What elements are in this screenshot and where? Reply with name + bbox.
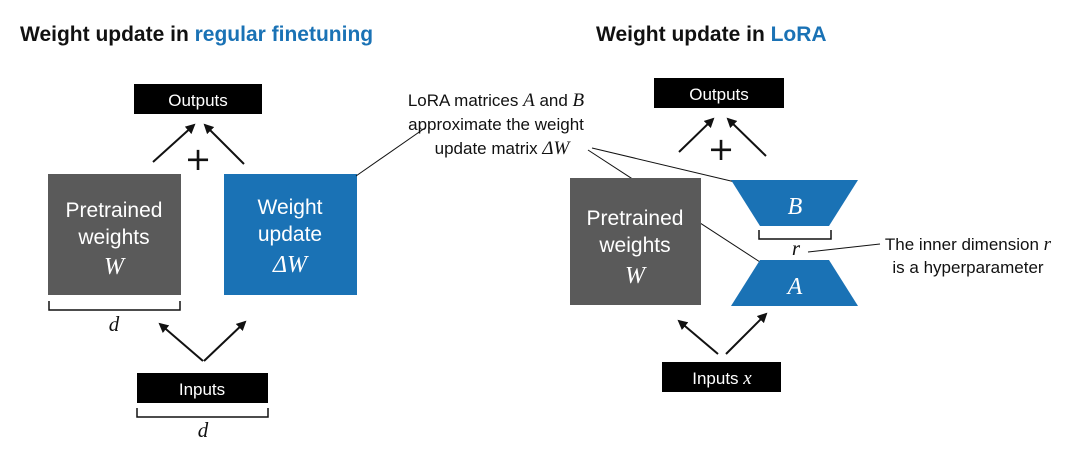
left-note-connector	[355, 127, 426, 177]
lora-note-line2: approximate the weight	[408, 115, 584, 134]
left-panel-title: Weight update in regular finetuning	[20, 23, 373, 46]
left-update-line1: Weight	[258, 196, 323, 219]
left-arrow-inputs-to-update	[203, 320, 247, 362]
right-arrow-b-to-outputs	[726, 117, 767, 157]
note-connector-to-b	[591, 147, 753, 187]
left-update-line2: update	[258, 223, 322, 246]
right-plus-sign: +	[708, 130, 735, 168]
left-inputs-box	[137, 373, 268, 403]
left-inputs-d-label: d	[198, 418, 209, 442]
left-inputs-d-bracket	[136, 408, 269, 418]
left-plus-sign: +	[185, 140, 212, 178]
left-arrow-pretrained-to-outputs	[152, 123, 196, 163]
right-pretrained-line1: Pretrained	[587, 207, 684, 230]
right-pretrained-symbol: W	[625, 263, 647, 289]
rank-note-line1: The inner dimension r	[885, 234, 1052, 255]
matrix-a-shape	[731, 260, 858, 306]
right-arrow-inputs-to-a	[725, 312, 768, 355]
right-panel-title: Weight update in LoRA	[596, 23, 827, 46]
right-inputs-box	[662, 362, 781, 392]
right-outputs-box	[654, 78, 784, 108]
lora-note-line3: update matrix ΔW	[435, 138, 572, 159]
matrix-b-label: B	[788, 194, 803, 220]
left-inputs-label: Inputs	[179, 380, 225, 399]
left-pretrained-line1: Pretrained	[66, 199, 163, 222]
left-d-bracket	[48, 301, 181, 311]
right-arrow-pretrained-to-outputs	[678, 117, 715, 153]
rank-note-line2: is a hyperparameter	[892, 258, 1044, 277]
matrix-b-shape	[731, 180, 858, 226]
left-arrow-inputs-to-pretrained	[158, 322, 204, 362]
matrix-a-label: A	[786, 274, 803, 300]
left-outputs-box	[134, 84, 262, 114]
left-update-symbol: ΔW	[272, 252, 309, 278]
right-pretrained-line2: weights	[598, 234, 670, 257]
rank-bracket	[758, 230, 832, 240]
lora-note-line1: LoRA matrices A and B	[408, 90, 585, 111]
left-outputs-label: Outputs	[168, 91, 228, 110]
right-arrow-inputs-to-pretrained	[677, 319, 719, 355]
left-pretrained-weights-box	[48, 174, 181, 295]
left-arrow-update-to-outputs	[203, 123, 245, 165]
left-d-label: d	[109, 312, 120, 336]
right-outputs-label: Outputs	[689, 85, 749, 104]
left-pretrained-line2: weights	[77, 226, 149, 249]
right-inputs-label: Inputs x	[692, 368, 752, 389]
rank-label: r	[792, 236, 801, 260]
rank-note-connector	[807, 243, 881, 253]
left-weight-update-box	[224, 174, 357, 295]
left-pretrained-symbol: W	[104, 254, 126, 280]
right-pretrained-weights-box	[570, 178, 701, 305]
